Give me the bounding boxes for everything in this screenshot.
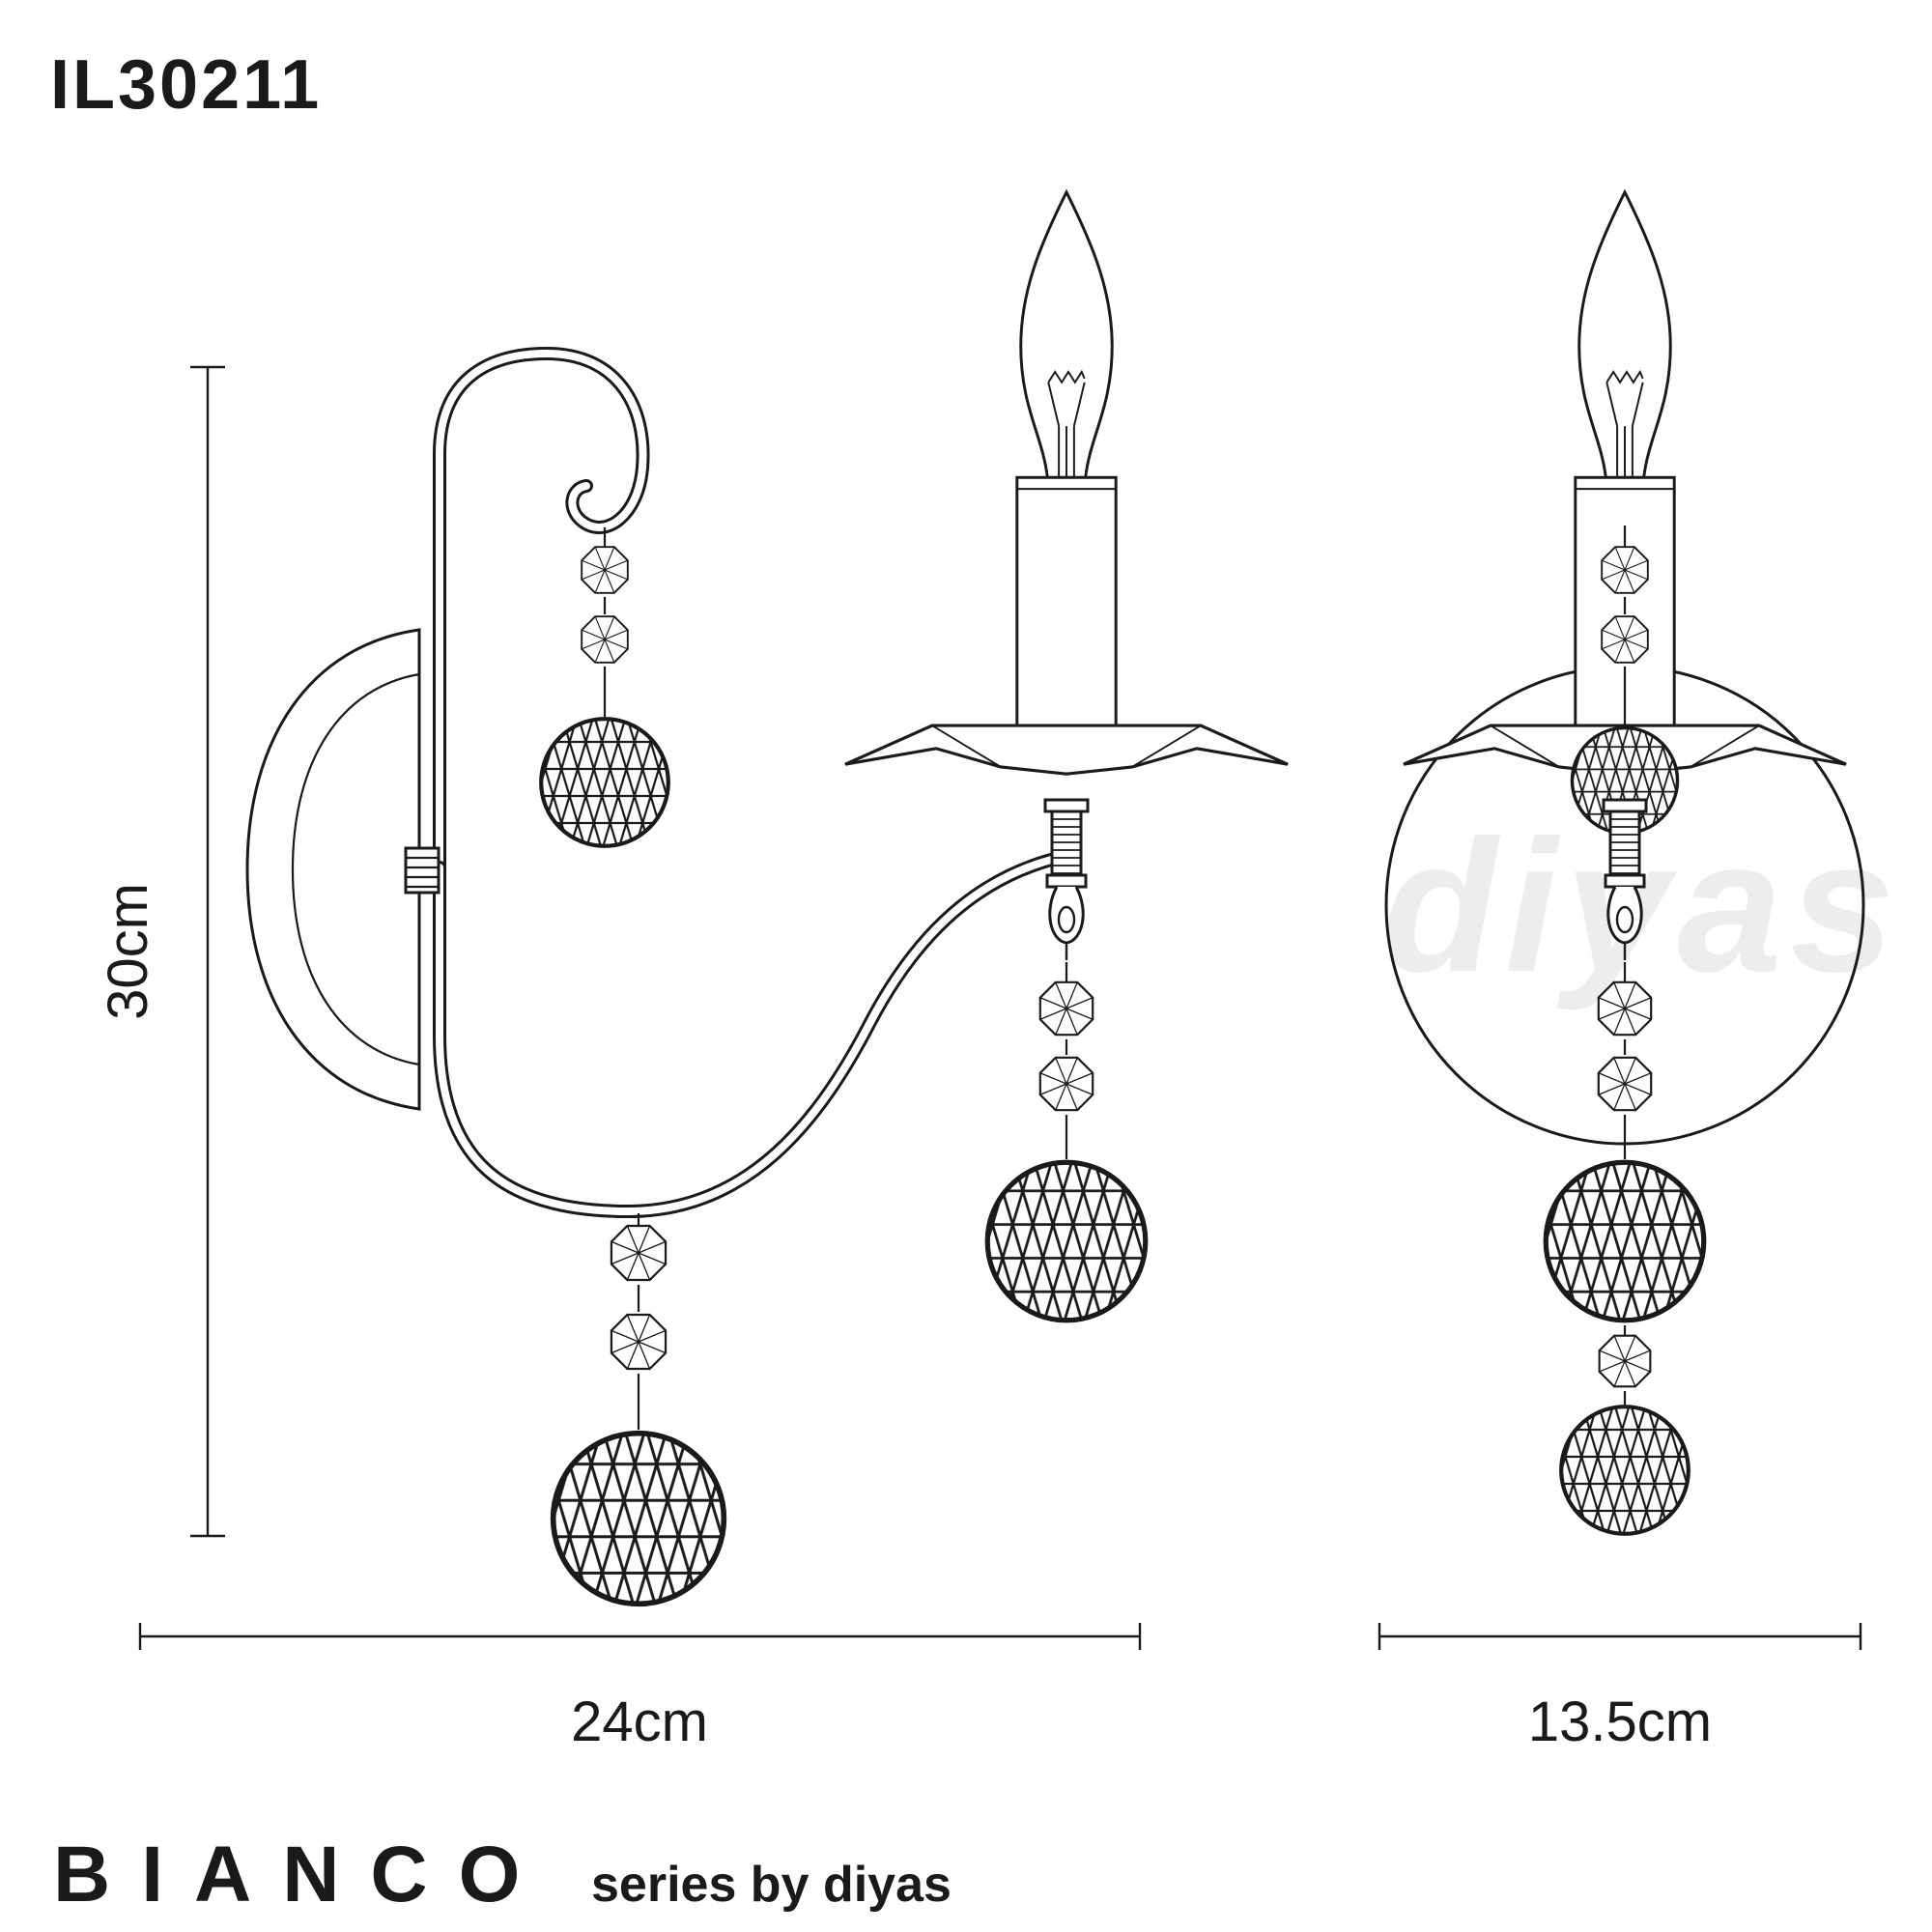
depth-dimension: 13.5cm — [1378, 1623, 1862, 1753]
depth-dimension-label: 13.5cm — [1528, 1690, 1712, 1753]
octagon-bead-icon — [581, 615, 629, 664]
height-dimension-line — [190, 365, 225, 1538]
crystal-chain-bottom — [554, 1213, 724, 1604]
octagon-bead-icon — [1601, 546, 1649, 594]
product-code: IL30211 — [50, 46, 322, 124]
octagon-bead-icon — [610, 1224, 668, 1282]
width-dimension: 24cm — [138, 1623, 1142, 1753]
drip-tray-side — [843, 724, 1290, 776]
brand-byline: series by diyas — [591, 1857, 952, 1913]
scroll-arm-lower — [433, 849, 1073, 1219]
octagon-bead-icon — [1601, 615, 1649, 664]
candle-bulb-side — [1015, 190, 1118, 738]
octagon-bead-icon — [1598, 1334, 1652, 1388]
threaded-stem-side — [1043, 798, 1090, 962]
width-dimension-label: 24cm — [571, 1690, 708, 1753]
crystal-chain-candle-side — [987, 962, 1146, 1321]
crystal-ball-icon — [1546, 1162, 1704, 1321]
octagon-bead-icon — [1597, 980, 1653, 1037]
octagon-bead-icon — [581, 546, 629, 594]
height-dimension: 30cm — [97, 365, 225, 1538]
octagon-bead-icon — [1038, 980, 1094, 1037]
scroll-arm-upper — [433, 346, 650, 881]
crystal-chain-scroll — [541, 527, 668, 846]
brand-footer: BIANCO series by diyas — [53, 1831, 952, 1918]
wall-backplate-side — [245, 628, 421, 1111]
mounting-knob — [404, 846, 440, 895]
octagon-bead-icon — [1038, 1056, 1094, 1112]
side-view — [245, 190, 1290, 1604]
octagon-bead-icon — [610, 1313, 668, 1371]
depth-dimension-line — [1378, 1623, 1862, 1650]
crystal-ball-icon — [987, 1162, 1146, 1321]
front-view — [1384, 190, 1865, 1534]
crystal-chain-front-lower — [1546, 962, 1704, 1534]
crystal-ball-icon — [1561, 1406, 1689, 1534]
height-dimension-label: 30cm — [97, 883, 159, 1020]
brand-series-name: BIANCO — [53, 1831, 551, 1918]
crystal-chain-front-upper — [1601, 526, 1649, 726]
crystal-ball-icon — [541, 719, 668, 846]
width-dimension-line — [138, 1623, 1142, 1650]
octagon-bead-icon — [1597, 1056, 1653, 1112]
crystal-ball-icon — [554, 1434, 724, 1605]
